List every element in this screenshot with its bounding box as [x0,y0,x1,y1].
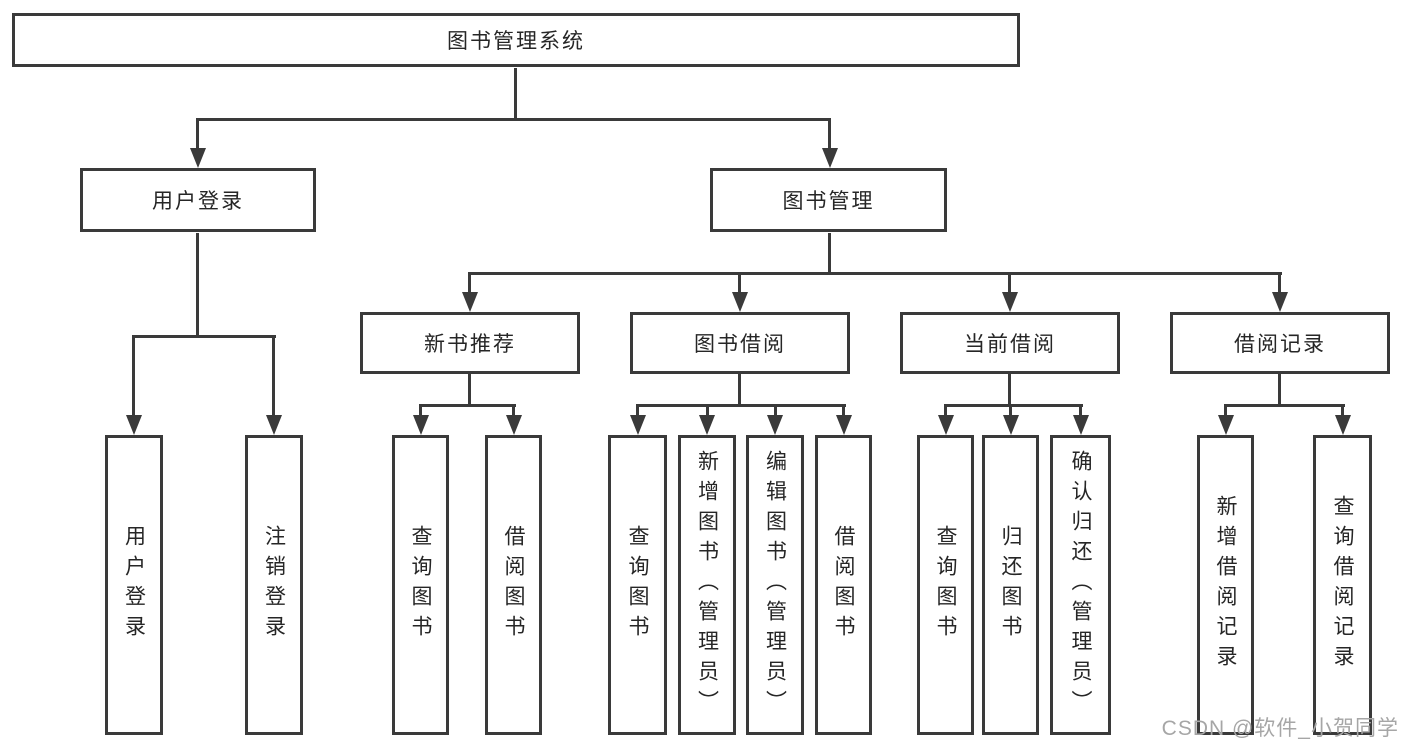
connector-arrow [506,415,522,435]
connector-line [272,335,275,417]
connector-line [944,404,947,418]
connector-arrow [1003,415,1019,435]
leaf-edit-book-admin: 编辑图书（管理员） [746,435,804,735]
leaf-user-login-label: 用户登录 [122,525,146,645]
node-user-login-label: 用户登录 [152,190,244,213]
leaf-recommend-borrow-book-label: 借阅图书 [502,525,525,645]
connector-arrow [836,415,852,435]
connector-line [468,374,471,406]
leaf-confirm-return-admin: 确认归还（管理员） [1050,435,1111,735]
connector-line [1341,404,1344,418]
leaf-query-borrow-record: 查询借阅记录 [1313,435,1372,735]
connector-line [1224,404,1345,407]
leaf-query-borrow-record-label: 查询借阅记录 [1331,495,1354,675]
connector-line [944,404,1083,407]
leaf-add-book-admin: 新增图书（管理员） [678,435,736,735]
leaf-confirm-return-admin-label: 确认归还（管理员） [1069,450,1092,720]
connector-line [196,233,199,337]
connector-line [512,404,515,418]
connector-arrow [190,148,206,168]
connector-line [514,68,517,118]
connector-line [419,404,516,407]
connector-arrow [266,415,282,435]
leaf-logout-label: 注销登录 [262,525,286,645]
csdn-watermark: CSDN @软件_小贺同学 [1161,717,1399,740]
connector-arrow [822,148,838,168]
connector-line [738,374,741,406]
node-borrow-records: 借阅记录 [1170,312,1390,374]
connector-arrow [699,415,715,435]
leaf-recommend-query-book: 查询图书 [392,435,449,735]
connector-line [132,335,135,417]
connector-line [1008,374,1011,406]
connector-line [842,404,845,418]
connector-line [636,404,846,407]
connector-line [828,233,831,274]
connector-arrow [1272,292,1288,312]
connector-line [706,404,709,418]
node-book-borrow-label: 图书借阅 [694,333,786,356]
leaf-borrow-query-book: 查询图书 [608,435,667,735]
leaf-logout: 注销登录 [245,435,303,735]
leaf-borrow-query-book-label: 查询图书 [626,525,649,645]
leaf-add-book-admin-label: 新增图书（管理员） [695,450,719,720]
connector-line [132,335,276,338]
connector-arrow [413,415,429,435]
connector-arrow [1073,415,1089,435]
connector-arrow [630,415,646,435]
connector-line [636,404,639,418]
connector-line [419,404,422,418]
connector-arrow [1002,292,1018,312]
connector-line [196,118,831,121]
connector-arrow [126,415,142,435]
connector-line [1278,272,1281,296]
connector-line [1008,272,1011,296]
connector-arrow [462,292,478,312]
node-current-borrow-label: 当前借阅 [964,333,1056,356]
leaf-borrow-borrow-book: 借阅图书 [815,435,872,735]
leaf-add-borrow-record-label: 新增借阅记录 [1214,495,1237,675]
node-book-management: 图书管理 [710,168,947,232]
leaf-current-query-book-label: 查询图书 [934,525,957,645]
connector-line [828,118,831,152]
leaf-edit-book-admin-label: 编辑图书（管理员） [763,450,787,720]
connector-line [196,118,199,152]
connector-line [468,272,471,296]
leaf-borrow-borrow-book-label: 借阅图书 [832,525,855,645]
leaf-current-query-book: 查询图书 [917,435,974,735]
connector-arrow [1218,415,1234,435]
connector-line [738,272,741,296]
connector-line [774,404,777,418]
connector-line [1278,374,1281,406]
connector-arrow [767,415,783,435]
node-new-book-recommend-label: 新书推荐 [424,333,516,356]
node-book-borrow: 图书借阅 [630,312,850,374]
leaf-return-book-label: 归还图书 [999,525,1022,645]
connector-line [1079,404,1082,418]
node-root-label: 图书管理系统 [447,30,585,53]
node-new-book-recommend: 新书推荐 [360,312,580,374]
leaf-recommend-borrow-book: 借阅图书 [485,435,542,735]
node-book-management-label: 图书管理 [782,190,875,213]
connector-line [1224,404,1227,418]
node-borrow-records-label: 借阅记录 [1234,333,1326,356]
node-user-login: 用户登录 [80,168,316,232]
leaf-user-login: 用户登录 [105,435,163,735]
connector-line [1009,404,1012,418]
node-root: 图书管理系统 [12,13,1020,67]
leaf-recommend-query-book-label: 查询图书 [409,525,432,645]
connector-arrow [732,292,748,312]
leaf-return-book: 归还图书 [982,435,1039,735]
leaf-add-borrow-record: 新增借阅记录 [1197,435,1254,735]
connector-arrow [938,415,954,435]
node-current-borrow: 当前借阅 [900,312,1120,374]
connector-line [468,272,1282,275]
connector-arrow [1335,415,1351,435]
